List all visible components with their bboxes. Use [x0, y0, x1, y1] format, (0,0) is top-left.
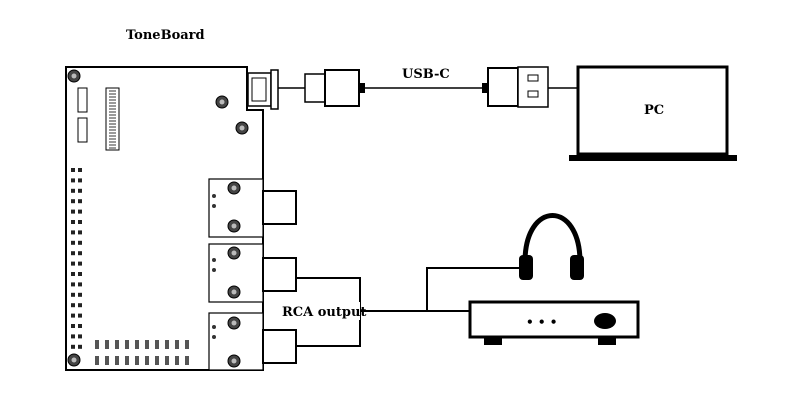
pin — [71, 282, 75, 287]
pad — [185, 340, 189, 349]
pad — [95, 356, 99, 365]
rca-jack — [208, 178, 297, 238]
pin — [78, 261, 82, 266]
pad — [175, 340, 179, 349]
pin — [78, 344, 82, 349]
usb-c-plug — [304, 73, 326, 103]
mounting-hole-icon — [215, 95, 229, 109]
pin — [78, 188, 82, 193]
usb-cable: USB-C — [278, 66, 578, 108]
pad — [145, 340, 149, 349]
pin — [71, 303, 75, 308]
pin — [78, 220, 82, 224]
mounting-hole-icon — [235, 121, 249, 135]
pin — [78, 292, 82, 297]
usb-label: USB-C — [402, 67, 450, 82]
pin — [71, 344, 75, 349]
pin — [71, 209, 75, 214]
pc-label: PC — [644, 103, 664, 118]
pin — [78, 178, 82, 183]
rca-output-label: RCA output — [282, 305, 366, 320]
amplifier-indicator: • • • — [526, 315, 557, 329]
pad — [165, 340, 169, 349]
pin — [78, 324, 82, 328]
pad — [105, 340, 109, 349]
pcb-connector — [77, 117, 88, 143]
pad — [155, 356, 159, 365]
pin — [78, 272, 82, 276]
usb-a-plug-body — [487, 67, 519, 107]
pin — [78, 209, 82, 214]
pad — [125, 356, 129, 365]
pcb-header-strip — [105, 87, 120, 151]
header-pins — [109, 90, 116, 149]
pin — [78, 240, 82, 245]
rca-jack — [208, 243, 297, 303]
pad — [115, 340, 119, 349]
smd-pads — [95, 340, 189, 365]
pad — [135, 340, 139, 349]
mounting-hole-icon — [67, 353, 81, 367]
laptop-base — [569, 155, 737, 161]
amplifier-icon: • • • — [468, 300, 640, 345]
pcb-connector — [77, 87, 88, 113]
pin — [78, 230, 82, 235]
pin — [71, 261, 75, 266]
pin — [78, 251, 82, 256]
pad — [145, 356, 149, 365]
board-usb-shell — [270, 69, 279, 110]
pin — [71, 220, 75, 224]
pin — [78, 199, 82, 204]
pin — [78, 282, 82, 287]
pin — [71, 324, 75, 328]
laptop-screen — [576, 65, 729, 156]
usb-c-plug-body — [324, 69, 360, 107]
pin — [71, 272, 75, 276]
pin — [71, 334, 75, 339]
toneboard-pcb — [65, 66, 297, 371]
rca-jack — [208, 312, 297, 371]
pad — [155, 340, 159, 349]
pin — [71, 251, 75, 256]
pin — [71, 168, 75, 172]
pad — [135, 356, 139, 365]
rca-label-bg — [278, 302, 360, 320]
mounting-hole-icon — [67, 69, 81, 83]
pin — [71, 199, 75, 204]
pad — [105, 356, 109, 365]
laptop-icon: PC — [569, 65, 737, 161]
pin — [78, 313, 82, 318]
gpio-pin-header — [71, 168, 82, 349]
pad — [95, 340, 99, 349]
board-usb-port-inner — [251, 77, 267, 102]
volume-knob-icon — [594, 313, 616, 329]
pin — [71, 240, 75, 245]
headphones-icon — [519, 213, 584, 280]
pin — [78, 334, 82, 339]
pin — [71, 178, 75, 183]
pad — [165, 356, 169, 365]
pin — [78, 303, 82, 308]
board-title: ToneBoard — [126, 28, 205, 43]
pin — [78, 168, 82, 172]
pin — [71, 188, 75, 193]
pad — [175, 356, 179, 365]
pin — [71, 292, 75, 297]
pin — [71, 230, 75, 235]
pad — [115, 356, 119, 365]
pad — [185, 356, 189, 365]
pad — [125, 340, 129, 349]
pin — [71, 313, 75, 318]
usb-a-plug — [517, 66, 549, 108]
